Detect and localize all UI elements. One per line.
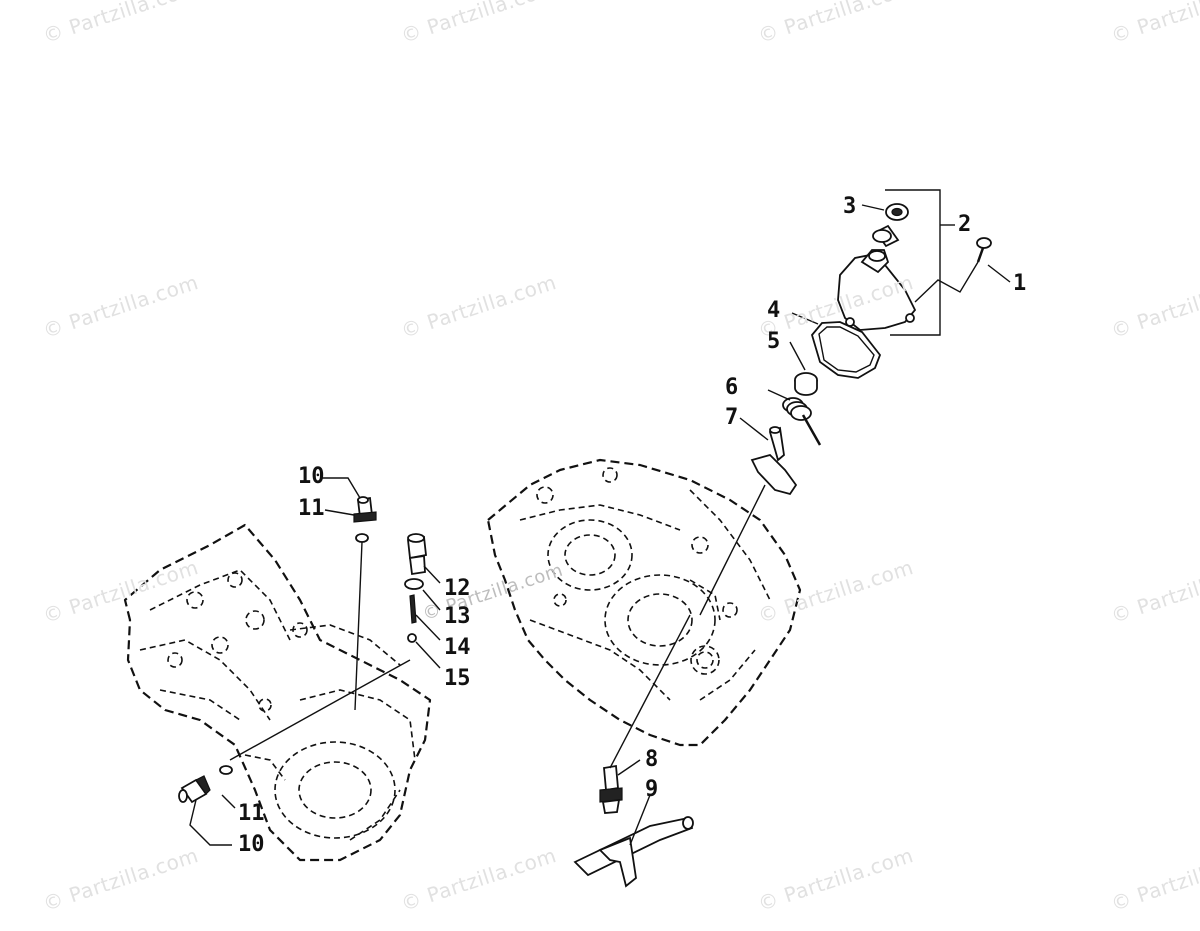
callout-15: 15 bbox=[444, 666, 471, 691]
shift-fork-shaft-icon bbox=[573, 794, 694, 888]
shift-shaft-arm-icon bbox=[699, 417, 798, 616]
o-ring-top-icon bbox=[354, 533, 369, 711]
drain-plug-icon bbox=[407, 533, 441, 584]
callout-2: 2 bbox=[958, 212, 972, 237]
callout-7: 7 bbox=[725, 405, 739, 430]
callout-12: 12 bbox=[444, 576, 471, 601]
ball-icon bbox=[229, 633, 441, 761]
callout-11-bottom: 11 bbox=[238, 801, 265, 826]
callout-1: 1 bbox=[1013, 271, 1027, 296]
oil-seal-icon bbox=[861, 203, 909, 221]
assembly-bracket bbox=[885, 189, 955, 336]
bushing-icon bbox=[872, 224, 900, 248]
bolt-icon bbox=[914, 237, 1011, 303]
callout-9: 9 bbox=[645, 777, 659, 802]
callout-10-bottom: 10 bbox=[238, 832, 265, 857]
plug-icon bbox=[599, 614, 691, 814]
callout-10-top: 10 bbox=[298, 464, 325, 489]
callout-6: 6 bbox=[725, 375, 739, 400]
callout-4: 4 bbox=[767, 298, 781, 323]
callout-14: 14 bbox=[444, 635, 471, 660]
washer-icon bbox=[404, 578, 441, 611]
breather-fitting-top-icon bbox=[322, 477, 377, 523]
spring-icon bbox=[767, 389, 822, 446]
o-ring-bottom-icon bbox=[219, 765, 236, 809]
pin-icon bbox=[409, 594, 441, 641]
callout-11-top: 11 bbox=[298, 496, 325, 521]
callout-13: 13 bbox=[444, 604, 471, 629]
breather-fitting-bottom-icon bbox=[178, 775, 232, 846]
callout-3: 3 bbox=[843, 194, 857, 219]
engine-crankcase-left-icon bbox=[123, 523, 432, 862]
spacer-icon bbox=[789, 341, 818, 396]
callout-8: 8 bbox=[645, 747, 659, 772]
gasket-icon bbox=[791, 312, 882, 379]
engine-crankcase-right-icon bbox=[486, 458, 802, 747]
shift-cover-icon bbox=[837, 249, 917, 331]
callout-5: 5 bbox=[767, 329, 781, 354]
